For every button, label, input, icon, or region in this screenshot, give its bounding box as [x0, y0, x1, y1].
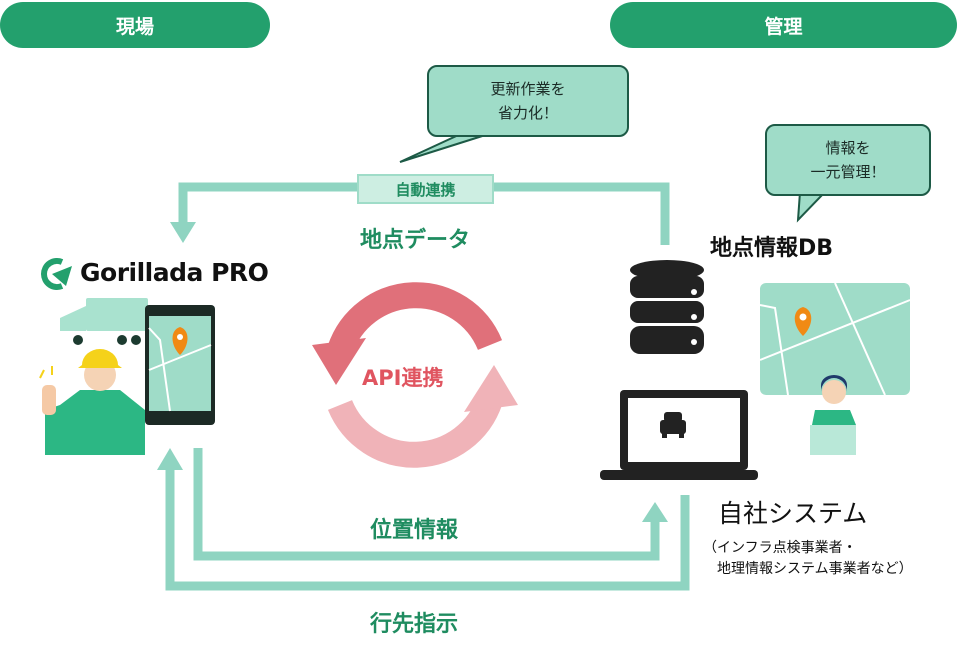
management-header: 管理 [610, 2, 957, 48]
bubble-line: 更新作業を [490, 80, 566, 98]
laptop-icon [600, 390, 758, 480]
system-label: 自社システム [718, 499, 868, 528]
map-illustration [759, 282, 911, 396]
destination-arrowhead [157, 448, 183, 470]
api-label: API連携 [362, 366, 444, 390]
app-logo: Gorillada PRO [80, 258, 269, 287]
destination-arrow [165, 468, 690, 591]
bubble-line: 一元管理！ [810, 163, 886, 181]
auto-sync-tag: 自動連携 [357, 174, 494, 204]
gorillada-logo-icon [41, 258, 72, 290]
update-bubble: 更新作業を 省力化！ [427, 65, 629, 137]
bubble-line: 省力化！ [497, 104, 558, 122]
database-icon [630, 260, 704, 354]
smartphone-icon [145, 305, 215, 425]
system-note-line: （インフラ点検事業者・ [703, 540, 857, 556]
central-bubble: 情報を 一元管理！ [765, 124, 931, 196]
location-info-label: 位置情報 [370, 518, 459, 543]
operator-illustration [810, 375, 856, 455]
destination-label: 行先指示 [370, 612, 459, 637]
point-data-arrowhead [170, 222, 196, 243]
worker-illustration [39, 349, 145, 455]
location-info-arrowhead [642, 502, 668, 522]
car-icon [660, 412, 686, 438]
db-label: 地点情報DB [710, 236, 834, 261]
system-note-line: 地理情報システム事業者など） [717, 561, 913, 577]
api-cycle-icon [312, 282, 518, 468]
point-data-label: 地点データ [360, 228, 471, 253]
truck-icon [60, 298, 148, 345]
field-header: 現場 [0, 2, 270, 48]
bubble-tail [796, 191, 828, 223]
system-note: （インフラ点検事業者・ 地理情報システム事業者など） [703, 538, 913, 580]
location-info-arrow [193, 448, 660, 561]
bubble-line: 情報を [825, 139, 871, 157]
